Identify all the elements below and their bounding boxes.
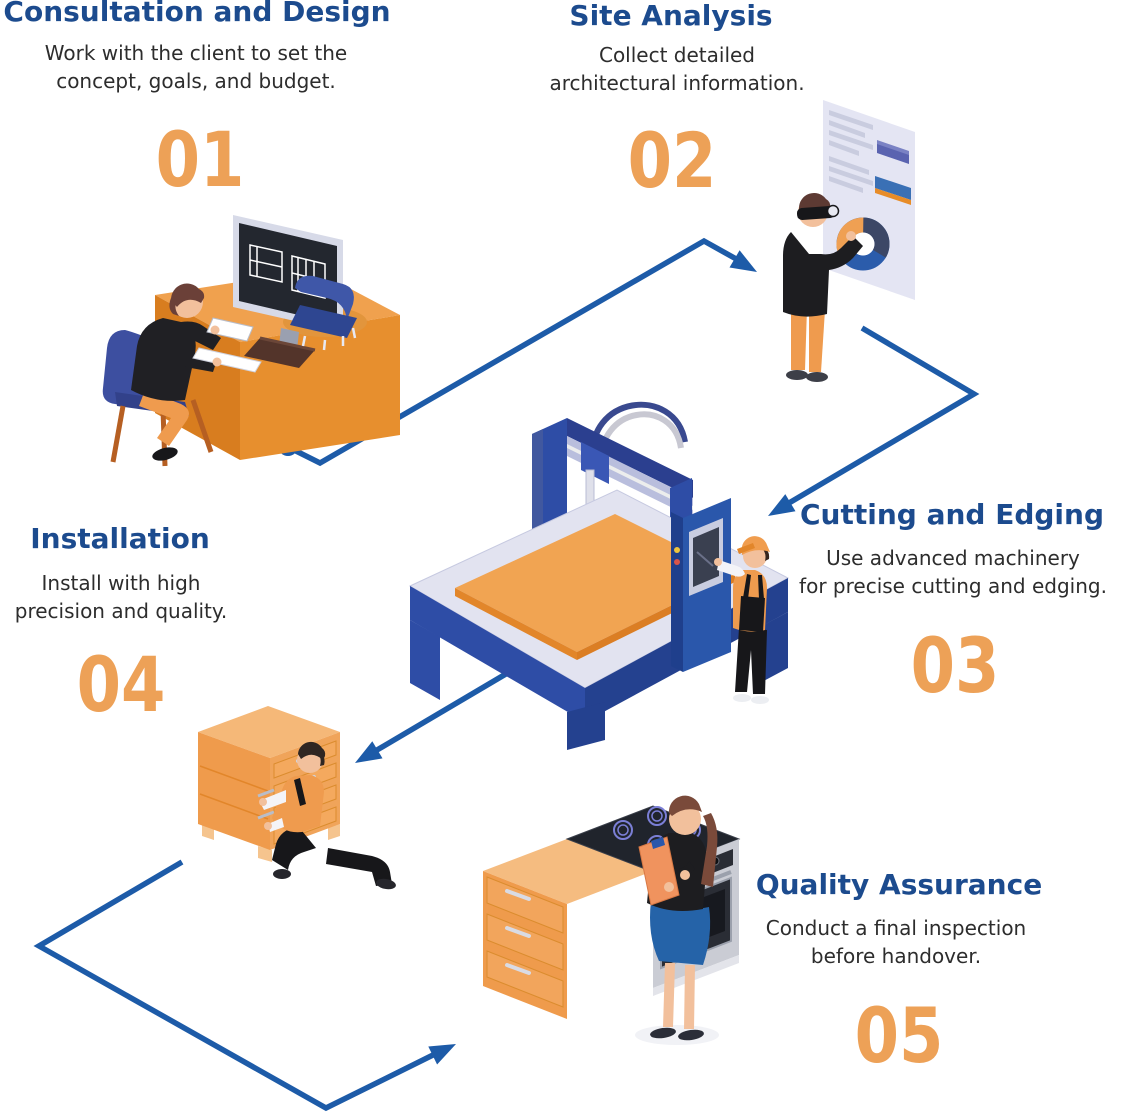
step-05-description-line-2: before handover. <box>810 944 982 968</box>
designer-person <box>131 283 262 461</box>
step-04-description-line-1: Install with high <box>41 571 201 595</box>
step-03-description-line-2: for precise cutting and edging. <box>799 574 1107 598</box>
illustration-site-analysis <box>783 100 915 382</box>
step-04-description-line-2: precision and quality. <box>14 599 228 623</box>
inspector-person <box>635 795 719 1045</box>
cabinet-drawers <box>486 876 564 1008</box>
step-05-number: 05 <box>854 991 944 1080</box>
installer-person <box>259 741 396 890</box>
step-02-description: Collect detailed architectural informatio… <box>549 41 804 97</box>
donut-chart-icon <box>836 217 890 271</box>
monitor-icon <box>233 215 343 350</box>
skirt <box>650 901 711 965</box>
stop-button-icon <box>674 559 680 565</box>
step-02-description-line-1: Collect detailed <box>598 43 756 67</box>
control-panel <box>671 498 731 672</box>
step-03-description-line-1: Use advanced machinery <box>826 546 1080 570</box>
arrowhead-icon <box>768 494 796 516</box>
step-03-number: 03 <box>910 621 1000 710</box>
step-02-title: Site Analysis <box>569 0 773 32</box>
step-01-number: 01 <box>155 115 245 204</box>
virtual-board <box>823 100 915 300</box>
armchair-model <box>290 275 357 351</box>
machine-operator-person <box>714 536 770 704</box>
step-02-description-line-2: architectural information. <box>549 71 805 95</box>
laptop-icon <box>244 336 316 368</box>
illustration-cnc-machine <box>408 401 790 750</box>
illustration-consultation-design <box>102 215 400 467</box>
arrowhead-icon <box>428 1044 456 1065</box>
step-01-description-line-1: Work with the client to set the <box>44 41 348 65</box>
step-01-description-line-2: concept, goals, and budget. <box>56 69 336 93</box>
illustration-quality-assurance <box>483 795 741 1045</box>
illustration-installation <box>198 706 396 890</box>
arrow-03-to-04 <box>355 665 518 763</box>
step-05-description: Conduct a final inspection before handove… <box>766 914 1026 970</box>
step-02-number: 02 <box>627 116 717 205</box>
step-03-description: Use advanced machinery for precise cuttin… <box>799 544 1107 600</box>
step-01-title: Consultation and Design <box>3 0 391 28</box>
machine-bed <box>408 489 790 750</box>
surveyor-person <box>783 193 863 382</box>
sofa-icon <box>875 176 911 205</box>
step-04-title: Installation <box>30 522 210 555</box>
kitchen-cabinet <box>483 839 653 1019</box>
step-01-description: Work with the client to set the concept, … <box>45 39 347 95</box>
step-03-title: Cutting and Edging <box>800 498 1104 531</box>
step-04-number: 04 <box>76 640 166 729</box>
arrowhead-icon <box>729 250 757 272</box>
vr-goggles-icon <box>796 204 840 220</box>
couch-icon <box>877 140 909 164</box>
start-button-icon <box>674 547 680 553</box>
arrowhead-icon <box>355 741 383 763</box>
arrow-04-to-05 <box>33 859 456 1112</box>
step-04-description: Install with high precision and quality. <box>15 569 228 625</box>
step-05-description-line-1: Conduct a final inspection <box>765 916 1027 940</box>
step-05-title: Quality Assurance <box>755 868 1043 901</box>
arrow-02-to-03 <box>768 325 980 516</box>
